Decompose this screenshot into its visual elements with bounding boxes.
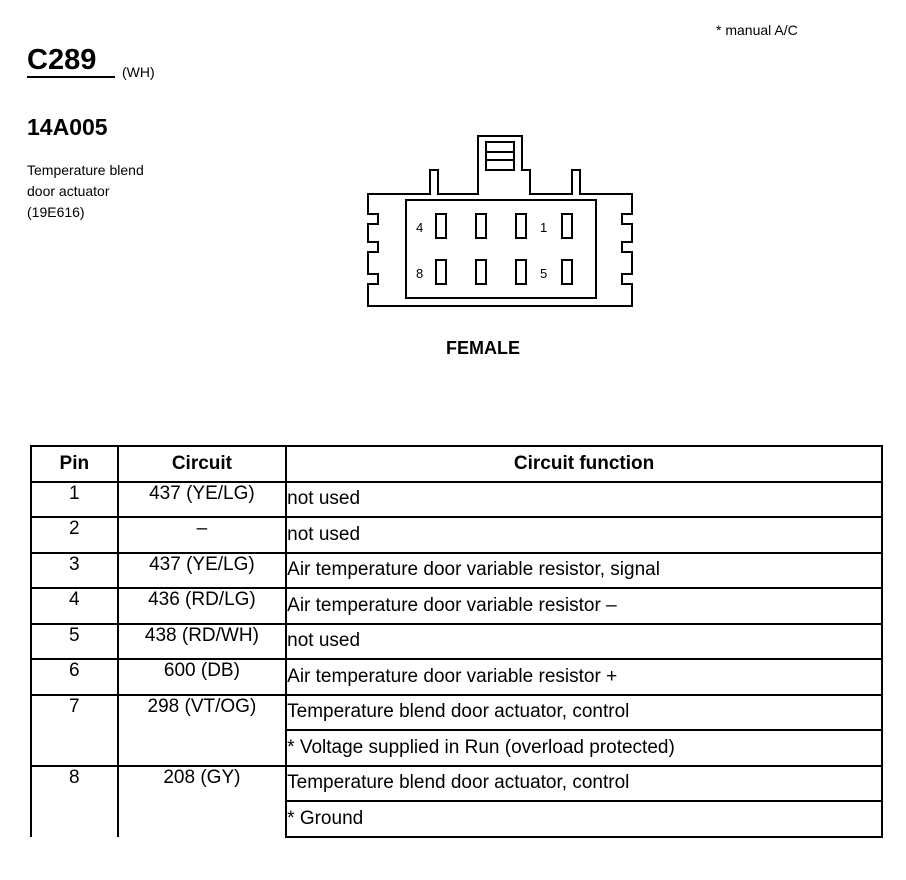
table-row: 5 438 (RD/WH) not used bbox=[30, 622, 883, 660]
circuit-cell: 438 (RD/WH) bbox=[116, 622, 288, 660]
terminal-cavity bbox=[561, 213, 573, 239]
table-row: 6 600 (DB) Air temperature door variable… bbox=[30, 658, 883, 696]
terminal-cavity bbox=[561, 259, 573, 285]
function-cell: Temperature blend door actuator, control bbox=[285, 764, 883, 802]
table-row: 3 437 (YE/LG) Air temperature door varia… bbox=[30, 551, 883, 589]
pin-cell: 6 bbox=[30, 658, 119, 696]
terminal-cavity bbox=[515, 213, 527, 239]
circuit-cell: 437 (YE/LG) bbox=[116, 480, 288, 518]
table-row: 4 436 (RD/LG) Air temperature door varia… bbox=[30, 587, 883, 625]
table-header-row: Pin Circuit Circuit function bbox=[30, 445, 883, 483]
pin-cell: 4 bbox=[30, 587, 119, 625]
terminal-cavity bbox=[435, 213, 447, 239]
function-cell: Temperature blend door actuator, control bbox=[285, 693, 883, 731]
terminal-cavity bbox=[435, 259, 447, 285]
connector-face-diagram: 4 1 8 5 bbox=[367, 135, 633, 307]
table-row: 8 208 (GY) Temperature blend door actuat… bbox=[30, 764, 883, 837]
pin-label-4: 4 bbox=[416, 220, 423, 235]
pin-label-5: 5 bbox=[540, 266, 547, 281]
manual-ac-note: * manual A/C bbox=[716, 22, 798, 38]
function-cell: Air temperature door variable resistor – bbox=[285, 587, 883, 625]
pin-cell: 1 bbox=[30, 480, 119, 518]
function-cell: Air temperature door variable resistor, … bbox=[285, 551, 883, 589]
circuit-cell: 298 (VT/OG) bbox=[116, 693, 288, 766]
function-cell: not used bbox=[285, 622, 883, 660]
connector-housing-outline bbox=[367, 135, 633, 307]
table-row: 2 – not used bbox=[30, 516, 883, 554]
circuit-cell: 600 (DB) bbox=[116, 658, 288, 696]
function-note-cell: * Voltage supplied in Run (overload prot… bbox=[285, 729, 883, 767]
header-circuit: Circuit bbox=[116, 445, 288, 483]
pin-label-8: 8 bbox=[416, 266, 423, 281]
header-circuit-function: Circuit function bbox=[285, 445, 883, 483]
circuit-cell: 437 (YE/LG) bbox=[116, 551, 288, 589]
pin-cell: 5 bbox=[30, 622, 119, 660]
table-subrow: * Ground bbox=[31, 800, 883, 838]
connector-color: (WH) bbox=[122, 64, 155, 80]
terminal-cavity bbox=[475, 259, 487, 285]
function-cell: not used bbox=[285, 480, 883, 518]
circuit-cell: 208 (GY) bbox=[116, 764, 288, 837]
terminal-cavity bbox=[515, 259, 527, 285]
description-line: (19E616) bbox=[27, 204, 85, 220]
pin-cell: 8 bbox=[30, 764, 119, 837]
connector-latch bbox=[485, 141, 515, 171]
circuit-cell: 436 (RD/LG) bbox=[116, 587, 288, 625]
function-note-cell: * Ground bbox=[285, 800, 883, 838]
connector-cavity bbox=[405, 199, 597, 299]
component-description: Temperature blend door actuator (19E616) bbox=[27, 160, 144, 223]
part-number: 14A005 bbox=[27, 114, 108, 140]
circuit-cell: – bbox=[116, 516, 288, 554]
pin-table: Pin Circuit Circuit function 1 437 (YE/L… bbox=[30, 445, 883, 838]
description-line: door actuator bbox=[27, 183, 110, 199]
function-cell: not used bbox=[285, 516, 883, 554]
table-subrow: * Voltage supplied in Run (overload prot… bbox=[31, 729, 883, 767]
pin-label-1: 1 bbox=[540, 220, 547, 235]
terminal-cavity bbox=[475, 213, 487, 239]
pin-cell: 3 bbox=[30, 551, 119, 589]
function-cell: Air temperature door variable resistor + bbox=[285, 658, 883, 696]
connector-id: C289 bbox=[27, 44, 115, 78]
description-line: Temperature blend bbox=[27, 162, 144, 178]
table-row: 7 298 (VT/OG) Temperature blend door act… bbox=[30, 693, 883, 766]
pin-cell: 2 bbox=[30, 516, 119, 554]
table-row: 1 437 (YE/LG) not used bbox=[30, 480, 883, 518]
pin-cell: 7 bbox=[30, 693, 119, 766]
connector-gender: FEMALE bbox=[446, 338, 520, 358]
header-pin: Pin bbox=[30, 445, 119, 483]
